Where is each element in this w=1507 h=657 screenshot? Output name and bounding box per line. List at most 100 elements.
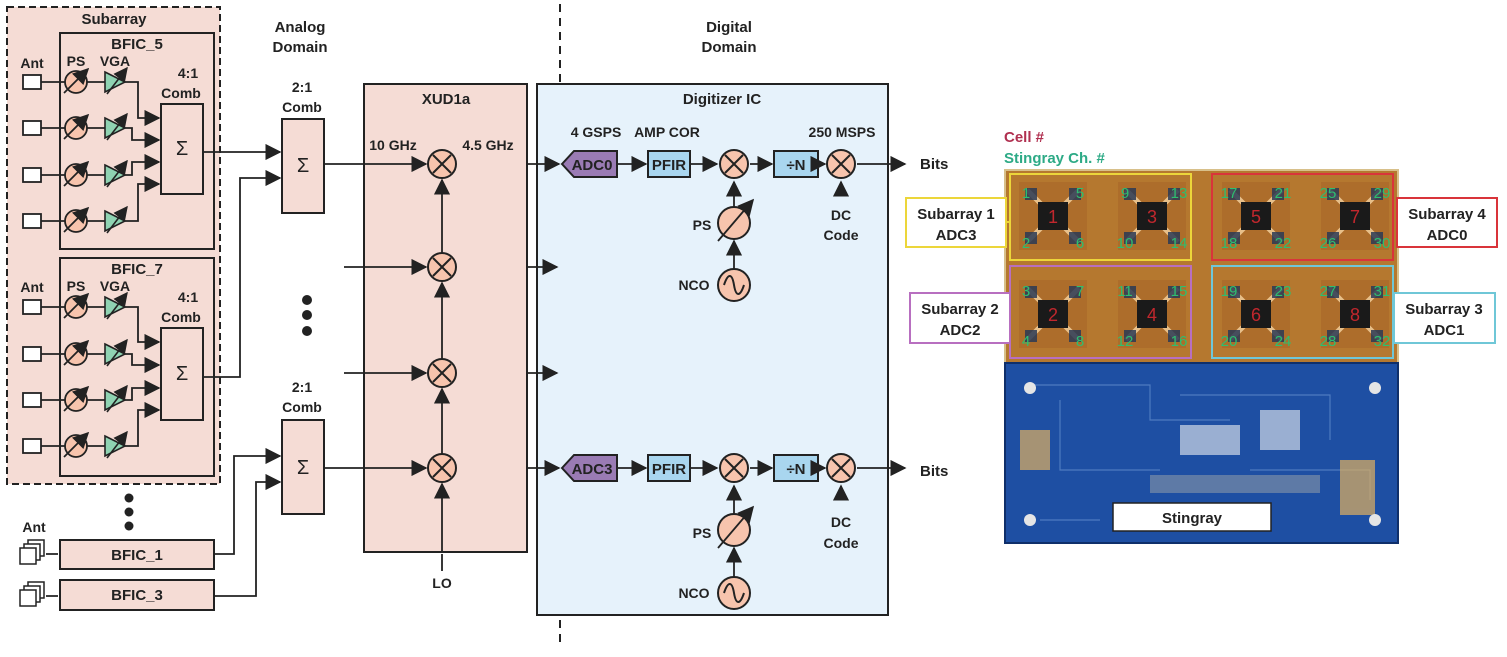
channel-number: 7 xyxy=(1076,283,1084,300)
ant-label: Ant xyxy=(22,519,46,535)
ant-label: Ant xyxy=(20,55,44,71)
dc-label: DC xyxy=(831,514,851,530)
divn-label: ÷N xyxy=(786,461,805,478)
sum-symbol: Σ xyxy=(297,155,309,177)
bfic-5-block: BFIC_5 Ant PS VGA 4:1 Comb Σ xyxy=(20,32,215,250)
digital-domain-line2: Domain xyxy=(701,39,756,56)
chip-icon xyxy=(1340,202,1370,230)
adc0-label: ADC0 xyxy=(572,157,613,174)
bits-label: Bits xyxy=(920,463,948,480)
pfir-label: PFIR xyxy=(652,461,686,478)
subarray-3-adc: ADC1 xyxy=(1424,322,1465,339)
channel-number: 26 xyxy=(1320,235,1337,252)
channel-number: 21 xyxy=(1275,185,1292,202)
channel-number: 19 xyxy=(1221,283,1238,300)
pfir-block xyxy=(647,150,691,178)
antenna-icon xyxy=(22,438,42,454)
divn-label: ÷N xyxy=(786,157,805,174)
channel-number: 15 xyxy=(1171,283,1188,300)
mixer-icon xyxy=(719,453,749,483)
stingray-label-box xyxy=(1112,502,1272,532)
bfic-3-box xyxy=(59,579,215,611)
sum-symbol: Σ xyxy=(176,363,188,385)
sum-symbol: Σ xyxy=(176,138,188,160)
code-label: Code xyxy=(824,227,859,243)
channel-number: 13 xyxy=(1171,185,1188,202)
subarray-4-adc: ADC0 xyxy=(1427,227,1468,244)
vga-label: VGA xyxy=(100,278,130,294)
stingray-label: Stingray xyxy=(1162,510,1223,527)
comb-2to1-ratio: 2:1 xyxy=(292,79,312,95)
nco-label: NCO xyxy=(678,277,709,293)
channel-number: 12 xyxy=(1117,333,1134,350)
channel-number: 32 xyxy=(1374,333,1391,350)
antenna-array-icon xyxy=(19,581,45,607)
cell-legend: Cell # xyxy=(1004,129,1045,146)
channel-number: 1 xyxy=(1022,185,1030,202)
chip-icon xyxy=(1340,300,1370,328)
bfic-3-label: BFIC_3 xyxy=(111,587,163,604)
cell-number: 3 xyxy=(1147,207,1157,227)
comb-4to1-label: 4:1 xyxy=(178,289,198,305)
comb-label: Comb xyxy=(161,309,201,325)
pfir-label: PFIR xyxy=(652,157,686,174)
subarray-title: Subarray xyxy=(81,11,147,28)
analog-domain-line1: Analog xyxy=(275,19,326,36)
xud1a-title: XUD1a xyxy=(422,91,471,108)
comb-label: Comb xyxy=(161,85,201,101)
antenna-icon xyxy=(22,74,42,90)
subarray-4-outline xyxy=(1211,173,1394,261)
channel-number: 31 xyxy=(1374,283,1391,300)
cell-number: 8 xyxy=(1350,305,1360,325)
cell-number: 6 xyxy=(1251,305,1261,325)
channel-number: 22 xyxy=(1275,235,1292,252)
antenna-icon xyxy=(22,120,42,136)
ps-label: PS xyxy=(67,53,86,69)
digitizer-title: Digitizer IC xyxy=(683,91,762,108)
mixer-icon xyxy=(719,149,749,179)
antenna-icon xyxy=(22,346,42,362)
comb-2to1-upper: 2:1 Comb Σ xyxy=(281,79,325,214)
channel-number: 4 xyxy=(1022,333,1030,350)
subarray-2-tag: Subarray 2 ADC2 xyxy=(909,292,1011,344)
channel-number: 3 xyxy=(1022,283,1030,300)
comb-2to1-lower: 2:1 Comb Σ xyxy=(281,379,325,515)
vga-label: VGA xyxy=(100,53,130,69)
adc-rate-label: 4 GSPS xyxy=(571,124,622,140)
mixer-icon xyxy=(427,358,457,388)
combiner-4to1 xyxy=(160,327,204,421)
comb-label: Comb xyxy=(282,399,322,415)
channel-number: 20 xyxy=(1221,333,1238,350)
ps-label: PS xyxy=(693,525,712,541)
output-rate-label: 250 MSPS xyxy=(809,124,876,140)
adc3-label: ADC3 xyxy=(572,461,613,478)
bfic-7-label: BFIC_7 xyxy=(111,261,163,278)
xud1a-block: XUD1a 10 GHz 4.5 GHz LO xyxy=(363,83,528,591)
cell-number: 7 xyxy=(1350,207,1360,227)
mixer-icon xyxy=(427,149,457,179)
cell-number: 2 xyxy=(1048,305,1058,325)
subarray-1-adc: ADC3 xyxy=(936,227,977,244)
bfic-7-block: BFIC_7 Ant PS VGA 4:1 Comb Σ xyxy=(20,257,215,477)
code-label: Code xyxy=(824,535,859,551)
bfic-7-channels xyxy=(22,293,161,458)
antenna-icon xyxy=(22,392,42,408)
digital-domain-line1: Digital xyxy=(706,19,752,36)
channel-number: 29 xyxy=(1374,185,1391,202)
channel-number: 23 xyxy=(1275,283,1292,300)
mixer-icon xyxy=(427,252,457,282)
channel-number: 18 xyxy=(1221,235,1238,252)
rf-freq-label: 10 GHz xyxy=(369,137,416,153)
channel-number: 9 xyxy=(1121,185,1129,202)
subarray-1-outline xyxy=(1009,173,1192,261)
comb-2to1-ratio: 2:1 xyxy=(292,379,312,395)
amp-cor-label: AMP COR xyxy=(634,124,700,140)
channel-number: 27 xyxy=(1320,283,1337,300)
comb-4to1-label: 4:1 xyxy=(178,65,198,81)
